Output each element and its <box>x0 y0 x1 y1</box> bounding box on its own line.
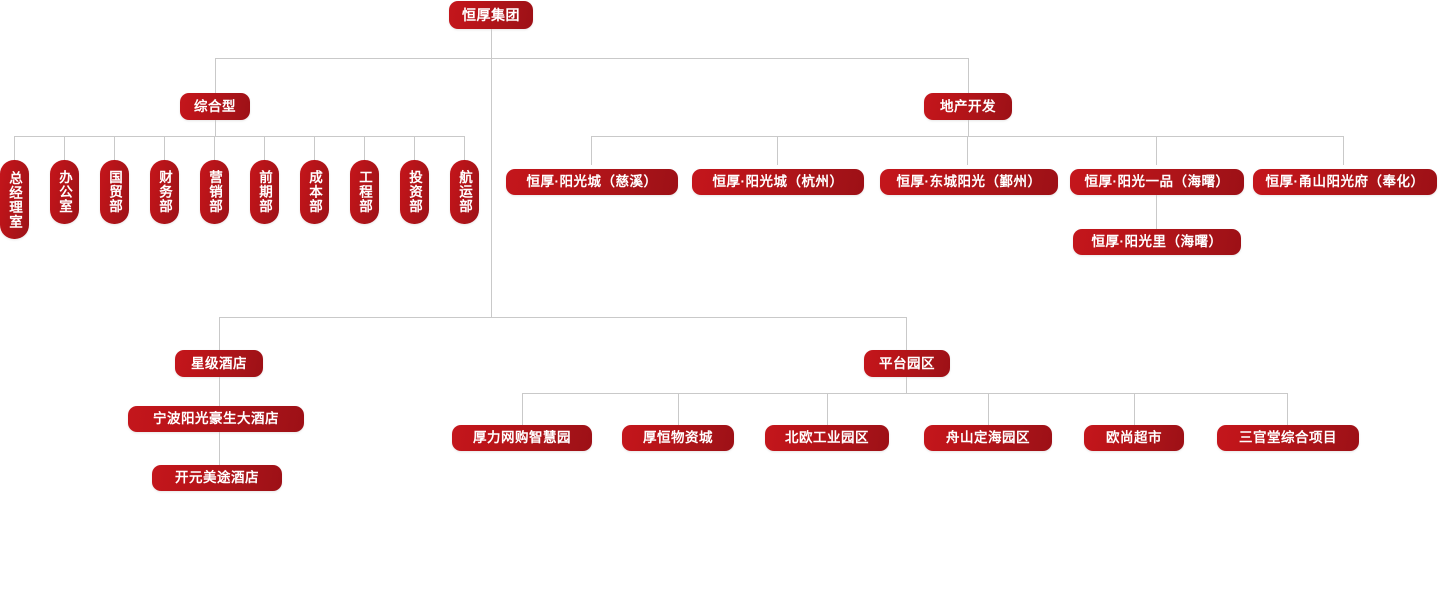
connector-bus-upper <box>215 58 969 59</box>
connector-drop-realestate <box>968 58 969 93</box>
node-project-yangguangyipin-haishu[interactable]: 恒厚·阳光一品（海曙） <box>1070 169 1244 195</box>
node-project-yangguangli-haishu[interactable]: 恒厚·阳光里（海曙） <box>1073 229 1241 255</box>
connector-drop-dept-5 <box>264 136 265 160</box>
node-division-hotel[interactable]: 星级酒店 <box>175 350 263 377</box>
connector-drop-park-1 <box>678 393 679 425</box>
node-root[interactable]: 恒厚集团 <box>449 1 533 29</box>
node-department-bangongshi[interactable]: 办公室 <box>50 160 79 224</box>
connector-drop-park-4 <box>1134 393 1135 425</box>
connector-drop-dept-6 <box>314 136 315 160</box>
node-hotel-kaiyuan-meitu[interactable]: 开元美途酒店 <box>152 465 282 491</box>
node-hotel-ningbo-yangguang-howard-johnson[interactable]: 宁波阳光豪生大酒店 <box>128 406 304 432</box>
connector-stem-realestate <box>968 120 969 136</box>
node-park-houli-wanggou-zhihuiyuan[interactable]: 厚力网购智慧园 <box>452 425 592 451</box>
connector-drop-dept-2 <box>114 136 115 160</box>
connector-bus-departments <box>14 136 464 137</box>
node-project-dongchengyangguang-yinzhou[interactable]: 恒厚·东城阳光（鄞州） <box>880 169 1058 195</box>
connector-bus-park <box>522 393 1287 394</box>
node-park-oushang-chaoshi[interactable]: 欧尚超市 <box>1084 425 1184 451</box>
connector-drop-dept-7 <box>364 136 365 160</box>
connector-drop-park-3 <box>988 393 989 425</box>
connector-drop-re-4 <box>1343 136 1344 165</box>
connector-drop-dept-3 <box>164 136 165 160</box>
connector-drop-re-3 <box>1156 136 1157 165</box>
connector-stem-hotel-2 <box>219 432 220 465</box>
node-department-qianqi[interactable]: 前期部 <box>250 160 279 224</box>
connector-drop-dept-4 <box>214 136 215 160</box>
node-department-chengben[interactable]: 成本部 <box>300 160 329 224</box>
connector-root-stem <box>491 29 492 58</box>
connector-stem-park <box>906 377 907 393</box>
node-division-realestate[interactable]: 地产开发 <box>924 93 1012 120</box>
node-park-beiou-gongyeyuanqu[interactable]: 北欧工业园区 <box>765 425 889 451</box>
connector-drop-park-2 <box>827 393 828 425</box>
connector-stem-comprehensive <box>215 120 216 136</box>
node-park-houheng-wuzicheng[interactable]: 厚恒物资城 <box>622 425 734 451</box>
connector-drop-dept-8 <box>414 136 415 160</box>
connector-drop-park-5 <box>1287 393 1288 425</box>
connector-bus-lower <box>219 317 907 318</box>
connector-drop-hotel <box>219 317 220 350</box>
node-park-zhoushan-dinghai-yuanqu[interactable]: 舟山定海园区 <box>924 425 1052 451</box>
node-division-park[interactable]: 平台园区 <box>864 350 950 377</box>
node-department-touzi[interactable]: 投资部 <box>400 160 429 224</box>
connector-drop-yangguangli <box>1156 195 1157 229</box>
node-department-guomao[interactable]: 国贸部 <box>100 160 129 224</box>
connector-drop-re-1 <box>777 136 778 165</box>
connector-root-stem-lower <box>491 58 492 317</box>
node-department-yingxiao[interactable]: 营销部 <box>200 160 229 224</box>
connector-drop-re-0 <box>591 136 592 165</box>
node-park-sanguantang-zonghe-xiangmu[interactable]: 三官堂综合项目 <box>1217 425 1359 451</box>
connector-drop-comprehensive <box>215 58 216 93</box>
node-project-yangguangcheng-hangzhou[interactable]: 恒厚·阳光城（杭州） <box>692 169 864 195</box>
connector-drop-dept-9 <box>464 136 465 160</box>
node-project-yongshanyangguangfu-fenghua[interactable]: 恒厚·甬山阳光府（奉化） <box>1253 169 1437 195</box>
node-project-yangguangcheng-cixi[interactable]: 恒厚·阳光城（慈溪） <box>506 169 678 195</box>
connector-drop-re-2 <box>967 136 968 165</box>
connector-stem-hotel <box>219 377 220 406</box>
node-division-comprehensive[interactable]: 综合型 <box>180 93 250 120</box>
node-department-gongcheng[interactable]: 工程部 <box>350 160 379 224</box>
node-department-caiwu[interactable]: 财务部 <box>150 160 179 224</box>
node-department-zongjingli[interactable]: 总经理室 <box>0 160 29 239</box>
node-department-hangyun[interactable]: 航运部 <box>450 160 479 224</box>
connector-drop-park <box>906 317 907 350</box>
connector-drop-park-0 <box>522 393 523 425</box>
connector-drop-dept-0 <box>14 136 15 160</box>
connector-drop-dept-1 <box>64 136 65 160</box>
